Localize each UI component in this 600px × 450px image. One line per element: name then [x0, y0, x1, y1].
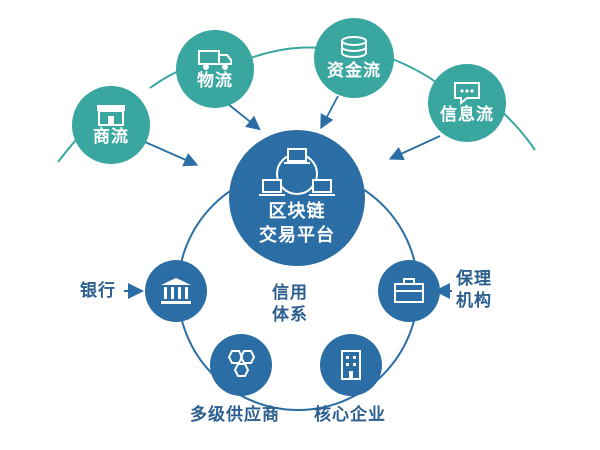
flow-logistics-node: 物流 [176, 30, 254, 108]
core-enterprise-label: 核心企业 [314, 405, 386, 425]
blockchain-platform-node: 区块链 交易平台 [229, 130, 365, 266]
factoring-line2: 机构 [456, 291, 492, 311]
flow-label: 信息流 [440, 105, 494, 125]
truck-icon [198, 50, 232, 70]
bank-icon [161, 278, 191, 304]
platform-label-line1: 区块链 [268, 201, 326, 222]
credit-system-label: 信用 体系 [272, 282, 308, 326]
flow-label: 物流 [197, 71, 233, 91]
core-enterprise-node [320, 334, 382, 396]
flow-information-node: 信息流 [428, 64, 506, 142]
bank-label: 银行 [80, 281, 116, 301]
bank-node [145, 260, 207, 322]
flow-capital-node: 资金流 [314, 18, 394, 98]
flow-label: 资金流 [327, 61, 381, 81]
shop-icon [97, 105, 125, 126]
flow-label: 商流 [93, 127, 129, 147]
suppliers-label: 多级供应商 [190, 405, 280, 425]
network-computers-icon [259, 148, 335, 196]
briefcase-icon [394, 278, 424, 303]
factoring-line1: 保理 [456, 269, 492, 289]
credit-line2: 体系 [272, 305, 308, 325]
building-icon [341, 350, 361, 380]
credit-line1: 信用 [272, 283, 308, 303]
hexagons-icon [227, 350, 256, 377]
chat-bubble-icon [454, 82, 480, 105]
suppliers-node [210, 334, 272, 396]
platform-label-line2: 交易平台 [259, 225, 335, 246]
coins-icon [341, 36, 367, 58]
factoring-node [378, 260, 440, 322]
factoring-label: 保理 机构 [456, 268, 492, 312]
flow-commerce-node: 商流 [72, 86, 150, 164]
